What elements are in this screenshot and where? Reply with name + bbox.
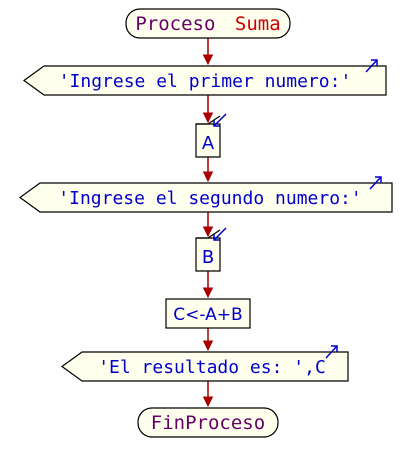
input-variable: A bbox=[202, 133, 215, 154]
output-shape bbox=[18, 182, 393, 213]
assignment-node[interactable]: C<-A+B bbox=[165, 298, 251, 329]
assignment-shape bbox=[165, 298, 251, 329]
output-arrow-icon bbox=[365, 59, 378, 73]
output-text: 'El resultado es: ',C bbox=[98, 357, 326, 378]
start-node[interactable]: Proceso Suma bbox=[125, 8, 291, 39]
input-variable: B bbox=[202, 247, 214, 268]
assignment-text: C<-A+B bbox=[173, 305, 242, 325]
start-label: Proceso Suma bbox=[135, 13, 280, 35]
output-text: 'Ingrese el segundo numero:' bbox=[58, 188, 361, 209]
output-node[interactable]: 'Ingrese el primer numero:' bbox=[22, 59, 387, 96]
end-node[interactable]: FinProceso bbox=[137, 407, 279, 438]
end-terminator-shape bbox=[137, 407, 279, 438]
output-arrow-icon bbox=[325, 345, 338, 359]
input-shape bbox=[195, 237, 221, 272]
start-terminator-shape bbox=[125, 8, 291, 39]
input-arrow-icon bbox=[213, 227, 227, 241]
output-node[interactable]: 'Ingrese el segundo numero:' bbox=[18, 176, 393, 213]
end-label: FinProceso bbox=[151, 412, 265, 434]
input-node[interactable]: A bbox=[195, 113, 227, 158]
output-node[interactable]: 'El resultado es: ',C bbox=[60, 345, 349, 382]
output-arrow-icon bbox=[369, 176, 382, 190]
input-arrow-icon bbox=[213, 113, 227, 127]
output-shape bbox=[22, 65, 387, 96]
input-node[interactable]: B bbox=[195, 227, 227, 272]
output-shape bbox=[60, 351, 349, 382]
process-name: Suma bbox=[235, 13, 281, 35]
output-text: 'Ingrese el primer numero:' bbox=[59, 71, 352, 92]
start-keyword: Proceso bbox=[135, 13, 215, 35]
input-shape bbox=[195, 123, 221, 158]
